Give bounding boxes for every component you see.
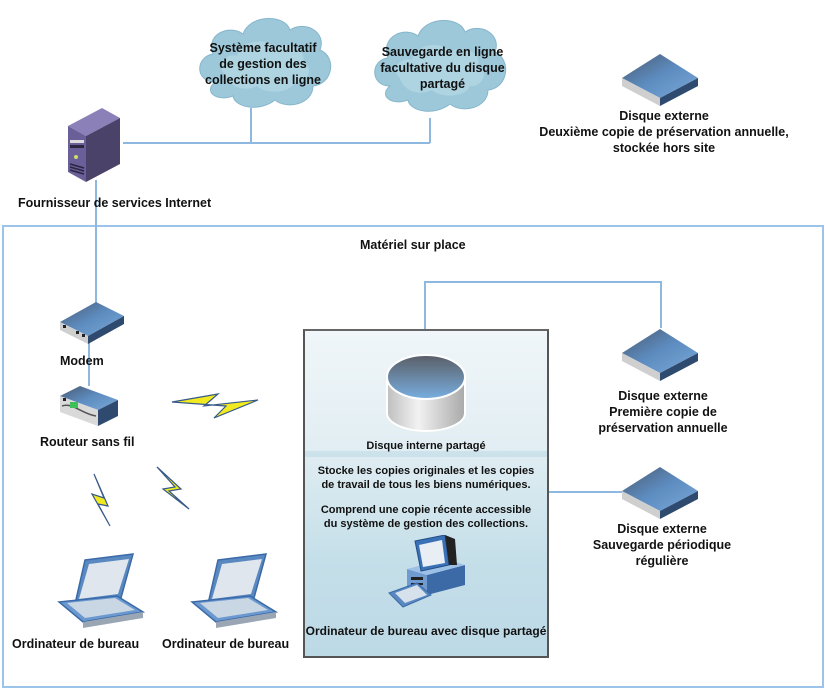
- offsite-disk-label: Disque externe Deuxième copie de préserv…: [539, 109, 789, 155]
- wireless-signal-icon: [171, 393, 259, 419]
- panel-disk1-line: [424, 281, 662, 331]
- cloud-label-backup: Sauvegarde en ligne facultative du disqu…: [380, 45, 505, 91]
- wireless-router-icon[interactable]: [58, 382, 120, 430]
- panel-desc-1: Stocke les copies originales et les copi…: [317, 465, 535, 491]
- disk-annual-label: Disque externe Première copie de préserv…: [598, 389, 728, 435]
- onsite-frame: [2, 225, 824, 688]
- cloud-icon: [374, 19, 507, 112]
- internal-disk-label: Disque interne partagé: [366, 440, 486, 452]
- cloud-icon: [199, 17, 332, 108]
- disk-periodic-label: Disque externe Sauvegarde périodique rég…: [592, 522, 732, 568]
- laptop-icon[interactable]: [55, 552, 147, 628]
- desktop-label: Ordinateur de bureau avec disque partagé: [305, 624, 547, 638]
- external-disk-icon[interactable]: [620, 325, 700, 381]
- wireless-signal-icon: [90, 473, 111, 527]
- external-disk-icon[interactable]: [620, 50, 700, 106]
- modem-icon[interactable]: [58, 300, 126, 346]
- router-label: Routeur sans fil: [40, 435, 135, 449]
- panel-band: [305, 451, 547, 457]
- internal-disk-icon[interactable]: [383, 351, 469, 437]
- shared-disk-panel: Disque interne partagé Stocke les copies…: [303, 329, 549, 658]
- laptop-label-2: Ordinateur de bureau: [162, 637, 290, 651]
- desktop-computer-icon[interactable]: [387, 535, 467, 611]
- isp-label: Fournisseur de services Internet: [18, 196, 212, 210]
- laptop-label-1: Ordinateur de bureau: [12, 637, 140, 651]
- external-disk-icon[interactable]: [620, 463, 700, 519]
- cloud-label-collections: Système facultatif de gestion des collec…: [205, 41, 321, 87]
- laptop-icon[interactable]: [188, 552, 280, 628]
- server-icon[interactable]: [62, 104, 128, 186]
- panel-desc-2: Comprend une copie récente accessible du…: [320, 504, 532, 530]
- wireless-signal-icon: [156, 466, 190, 510]
- onsite-title: Matériel sur place: [360, 238, 466, 252]
- modem-label: Modem: [60, 354, 104, 368]
